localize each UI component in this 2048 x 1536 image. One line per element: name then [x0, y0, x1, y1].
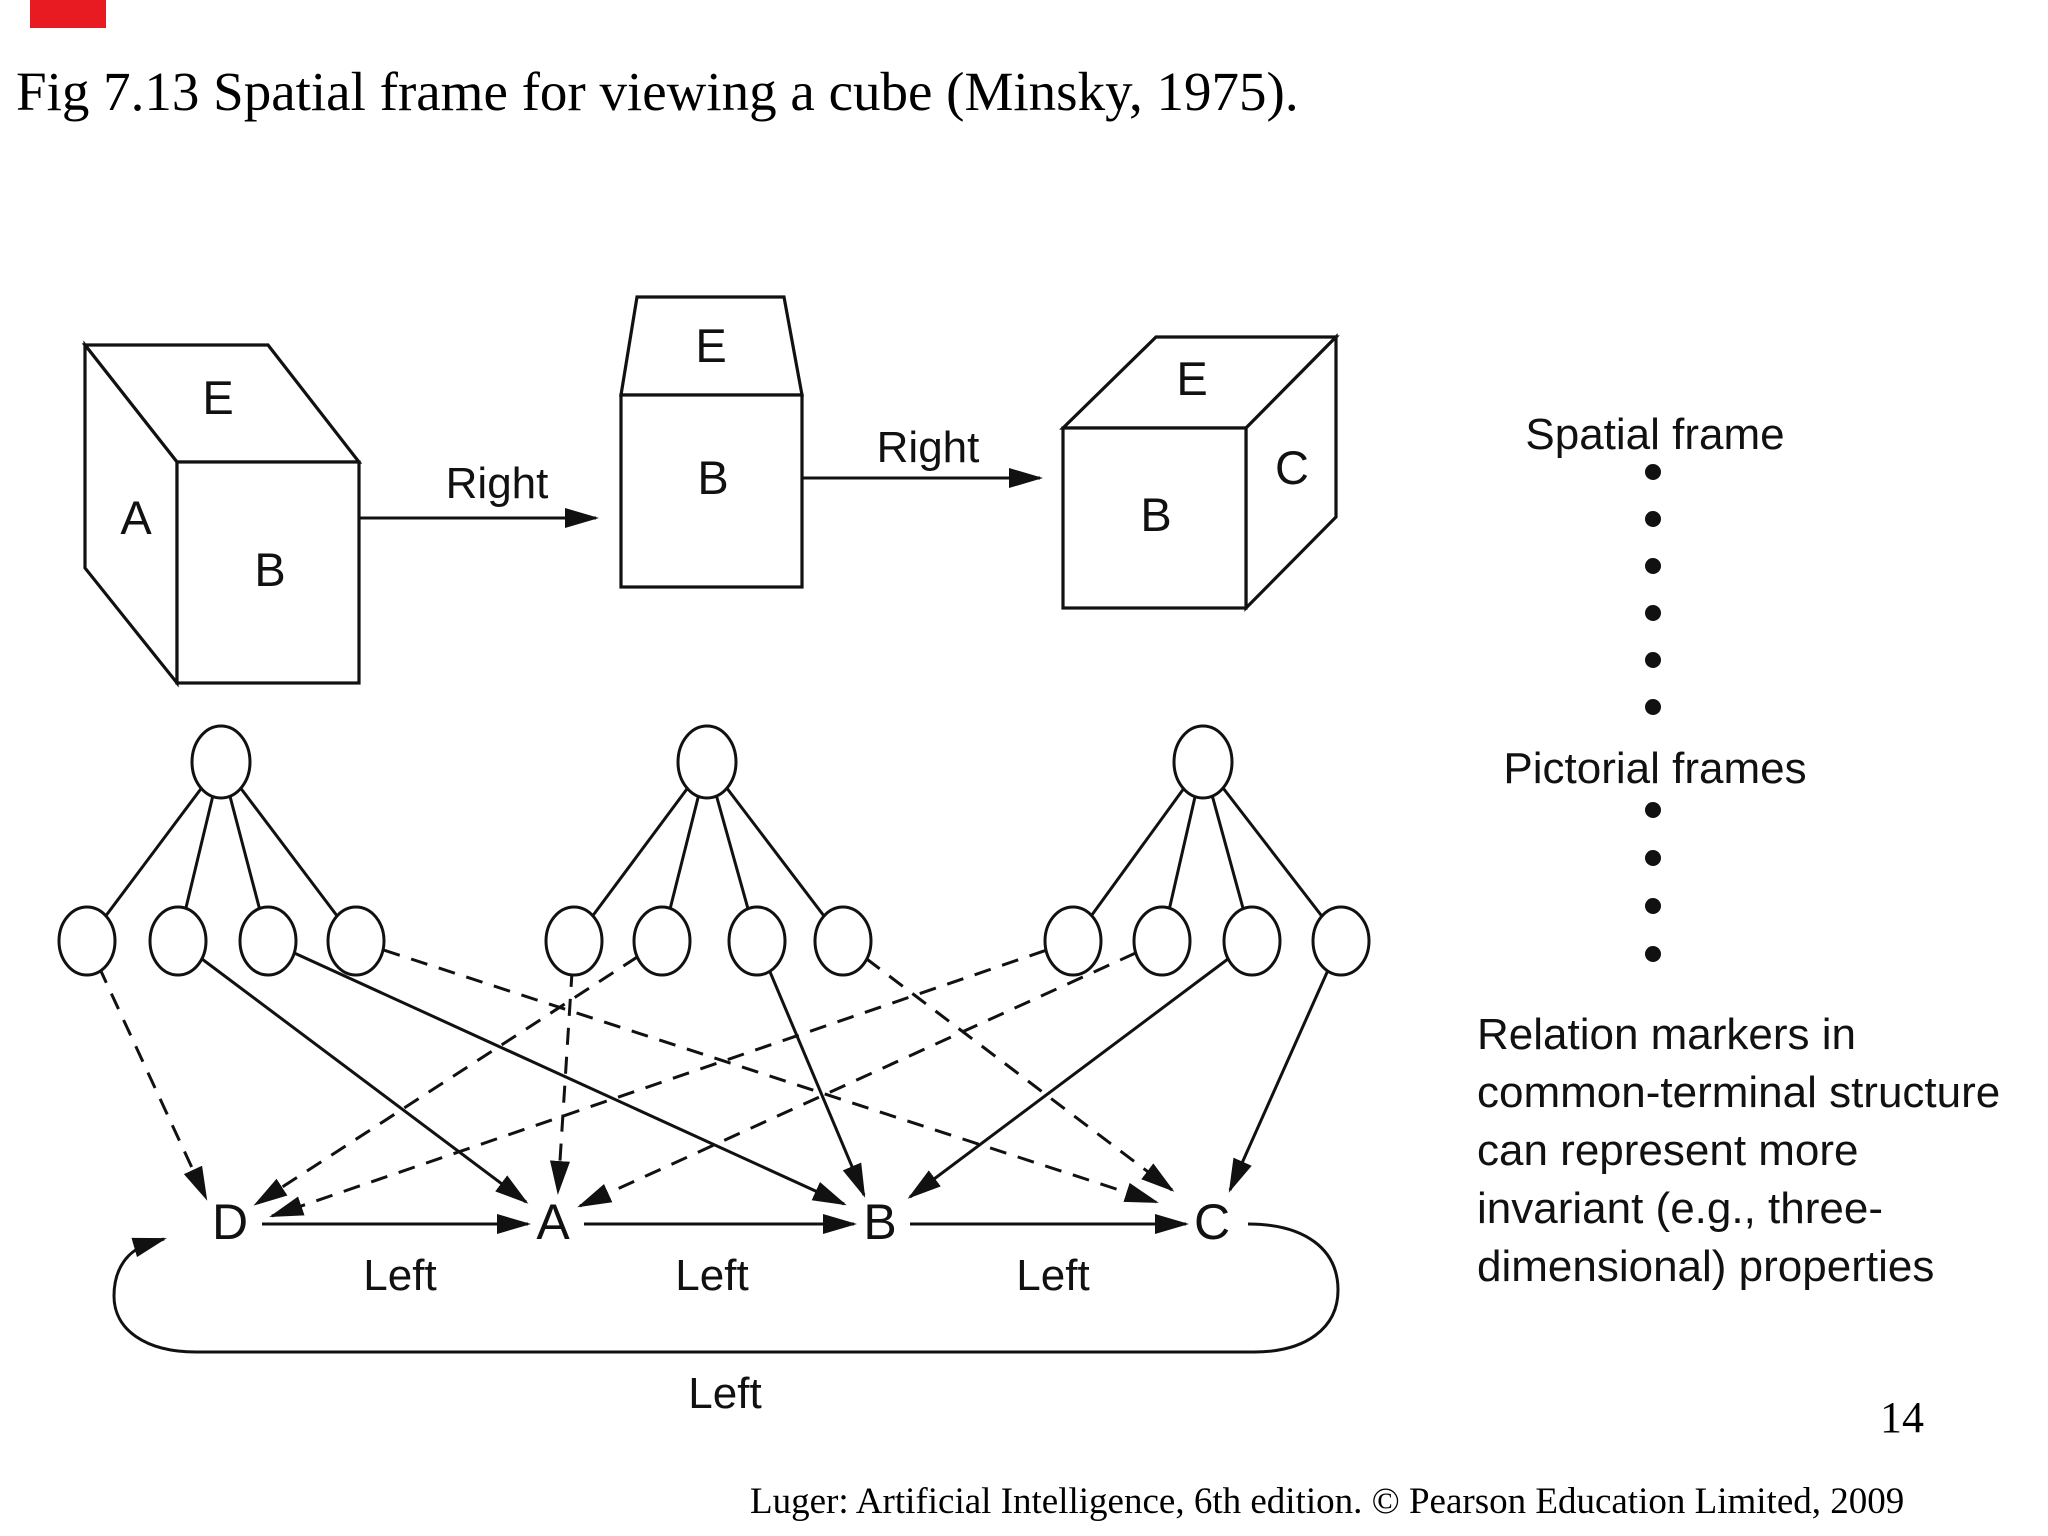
relation-node-a: A	[536, 1194, 570, 1250]
dotted-connector-bottom	[1645, 802, 1661, 962]
dotted-connector-top	[1645, 464, 1661, 715]
left-arrow-label-1: Left	[363, 1251, 436, 1300]
frame2-root-node	[676, 724, 738, 800]
cube3-side-label: C	[1275, 441, 1309, 494]
transition-arrow-1: Right	[360, 459, 599, 528]
cube3-front-label: B	[1140, 488, 1171, 541]
frame3-terminal-node	[1222, 905, 1282, 977]
cube1-front-label: B	[254, 543, 285, 596]
cube2-front-label: B	[697, 451, 728, 504]
right-arrow-label-2: Right	[877, 423, 980, 472]
cube-left-view: E A B	[81, 340, 363, 688]
frame2-terminal-node	[813, 905, 873, 977]
loop-left-label: Left	[688, 1369, 761, 1418]
cube2-front-face	[619, 393, 804, 589]
frame1-terminal-node	[326, 905, 386, 977]
frame3-terminal-node	[1311, 905, 1371, 977]
relation-node-d: D	[212, 1194, 248, 1250]
left-arrow-label-3: Left	[1016, 1251, 1089, 1300]
cube3-front-face	[1061, 426, 1248, 610]
frame2-terminal-node	[544, 905, 604, 977]
relation-arrows: Left Left Left	[262, 1214, 1189, 1300]
frame3-terminal-node	[1043, 905, 1103, 977]
cube-front-view: E B	[619, 295, 804, 589]
frame1-terminal-node	[148, 905, 208, 977]
relation-node-b: B	[863, 1194, 896, 1250]
frame1-root-node	[190, 724, 252, 800]
copyright-credit: Luger: Artificial Intelligence, 6th edit…	[750, 1481, 1905, 1522]
cube1-front-face	[175, 460, 361, 685]
transition-arrow-2: Right	[802, 423, 1043, 488]
frame3-terminal-node	[1132, 905, 1192, 977]
note-line: can represent more	[1477, 1126, 1859, 1175]
right-arrow-label-1: Right	[446, 459, 549, 508]
cube2-top-label: E	[695, 319, 726, 372]
frame2-terminal-node	[632, 905, 692, 977]
note-line: invariant (e.g., three-	[1477, 1184, 1883, 1233]
cube-right-view: E C B	[1059, 333, 1340, 612]
relation-markers-note: Relation markers in common-terminal stru…	[1477, 1006, 2037, 1296]
frame1-terminal-node	[238, 905, 298, 977]
frame1-terminal-node	[57, 905, 117, 977]
note-line: common-terminal structure	[1477, 1068, 2001, 1117]
note-line: dimensional) properties	[1477, 1242, 1935, 1291]
pictorial-frame-nodes	[57, 724, 1371, 977]
note-line: Relation markers in	[1477, 1010, 1857, 1059]
loop-arrow: Left	[112, 1222, 1340, 1418]
cube1-side-label: A	[120, 491, 152, 544]
relation-markers: D A B C	[212, 1194, 1230, 1250]
figure-title: Fig 7.13 Spatial frame for viewing a cub…	[16, 61, 1299, 122]
cube3-top-label: E	[1176, 352, 1207, 405]
pictorial-frames-label: Pictorial frames	[1503, 744, 1807, 793]
page-number: 14	[1880, 1393, 1924, 1442]
spatial-frame-label: Spatial frame	[1525, 410, 1785, 459]
frame2-terminal-node	[727, 905, 787, 977]
relation-node-c: C	[1194, 1194, 1230, 1250]
red-accent-bar	[30, 0, 106, 28]
frame3-root-node	[1172, 724, 1234, 800]
terminal-edges	[85, 939, 1343, 1218]
cube1-top-label: E	[202, 371, 233, 424]
left-arrow-label-2: Left	[675, 1251, 748, 1300]
